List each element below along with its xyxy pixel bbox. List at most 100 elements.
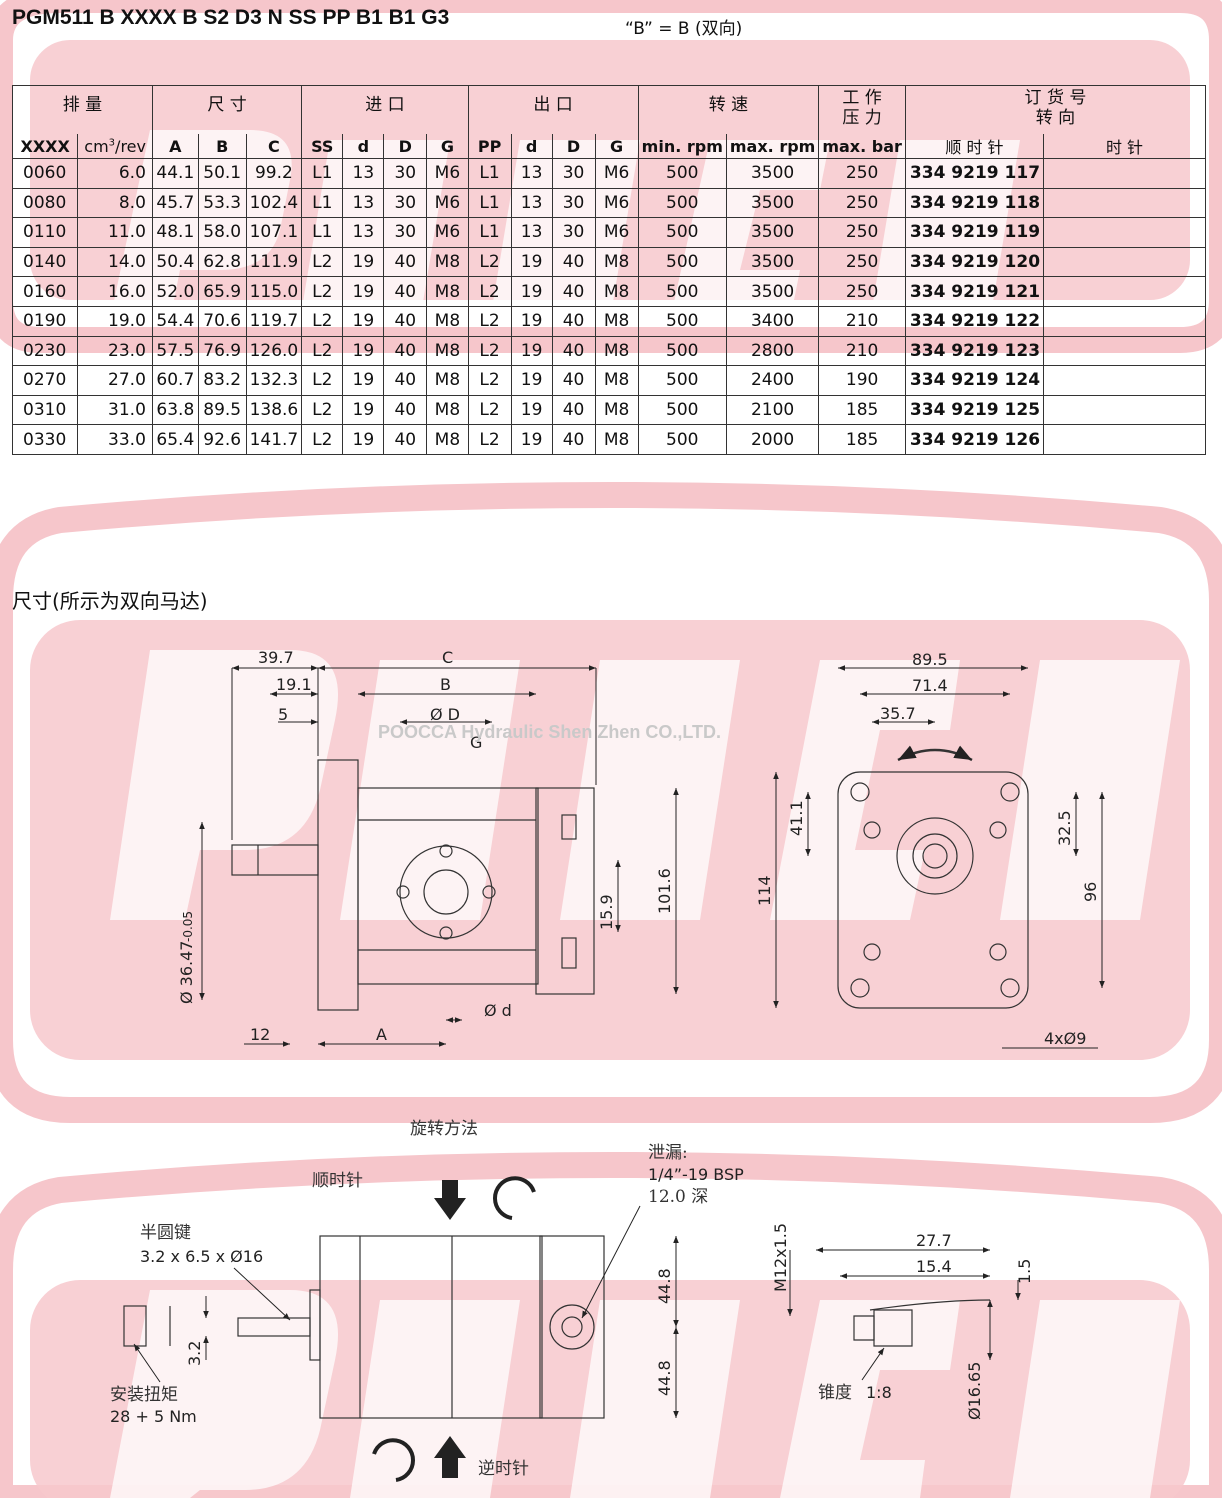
table-cell: 19 [510, 335, 553, 367]
table-cell: 23.0 [77, 335, 153, 367]
table-cell: 48.1 [151, 217, 199, 248]
table-cell: 250 [818, 187, 906, 219]
torque-label: 安装扭矩 [110, 1385, 178, 1405]
flange-view [837, 771, 1029, 1009]
table-cell: 44.1 [151, 158, 199, 189]
table-cell: 3500 [725, 276, 820, 307]
table-cell: L2 [467, 424, 512, 455]
table-cell: 334 9219 124 [904, 365, 1045, 396]
table-cell [1043, 158, 1206, 189]
th-out-g: G [594, 134, 639, 159]
counterclockwise-label: 逆时针 [478, 1459, 529, 1479]
dim-5: 5 [278, 705, 288, 724]
dim-4x9: 4xØ9 [1044, 1029, 1086, 1048]
ccw-arrow-up [434, 1436, 466, 1478]
table-cell [1043, 276, 1206, 307]
table-cell: 92.6 [197, 424, 247, 455]
table-cell: 2100 [725, 394, 820, 426]
dim-16-65: Ø16.65 [965, 1362, 984, 1420]
table-cell: L2 [467, 305, 512, 337]
table-cell: 210 [818, 305, 906, 337]
drain-depth: 12.0 深 [648, 1187, 708, 1207]
table-cell: L2 [301, 276, 344, 307]
dim-36-tol: -0.05 [181, 911, 195, 942]
table-cell: 3500 [725, 187, 820, 219]
table-cell: M6 [594, 217, 639, 248]
table-cell: 53.3 [197, 187, 247, 219]
table-cell: 2400 [725, 365, 820, 396]
dim-32-5: 32.5 [1055, 810, 1074, 846]
side-view-endcap [535, 787, 595, 995]
dim-od: Ø D [430, 705, 460, 724]
shaft [231, 844, 319, 876]
table-cell: M6 [594, 187, 639, 219]
table-cell: M6 [594, 158, 639, 189]
th-b: B [197, 134, 247, 159]
table-cell [1043, 424, 1206, 455]
table-cell: 500 [637, 305, 727, 337]
table-cell: 31.0 [77, 394, 153, 426]
dim-c: C [442, 648, 453, 667]
th-speed: 转 速 [637, 85, 820, 134]
table-cell: 40 [551, 276, 596, 307]
table-cell: 65.4 [151, 424, 199, 455]
dim-m12: M12x1.5 [771, 1223, 790, 1292]
dim-71-4: 71.4 [912, 676, 948, 695]
table-cell: 0330 [11, 424, 79, 455]
dim-41-1: 41.1 [787, 800, 806, 836]
dim-b: B [440, 675, 451, 694]
table-cell: M8 [426, 305, 469, 337]
table-cell: 52.0 [151, 276, 199, 307]
table-cell: 45.7 [151, 187, 199, 219]
table-cell: 58.0 [197, 217, 247, 248]
nut [123, 1305, 147, 1347]
table-cell: 0310 [11, 394, 79, 426]
table-cell: 0270 [11, 365, 79, 396]
b-note: “B” = B (双向) [625, 19, 743, 39]
rotation-method-label: 旋转方法 [410, 1119, 478, 1139]
th-inlet: 进 口 [301, 85, 469, 134]
table-cell: M8 [594, 335, 639, 367]
taper-ratio: 1:8 [866, 1383, 892, 1402]
table-sub-header-row: XXXX cm3/rev A B C SS d D G PP d D G min… [11, 134, 1206, 159]
table-cell: 500 [637, 365, 727, 396]
table-cell: M8 [426, 365, 469, 396]
table-cell: 500 [637, 424, 727, 455]
flange-center [896, 817, 974, 895]
table-cell: 19 [342, 246, 385, 278]
table-cell: 500 [637, 335, 727, 367]
th-xxxx: XXXX [11, 134, 79, 159]
th-out-d: d [510, 134, 553, 159]
table-cell: 19 [342, 276, 385, 307]
th-order: 订 货 号 转 向 [904, 85, 1207, 134]
table-cell [1043, 217, 1206, 248]
table-cell: 57.5 [151, 335, 199, 367]
table-cell: 3500 [725, 158, 820, 189]
table-cell: 3400 [725, 305, 820, 337]
shaft-2 [237, 1317, 311, 1337]
table-cell: 0060 [11, 158, 79, 189]
table-cell: 54.4 [151, 305, 199, 337]
table-cell: 19 [510, 424, 553, 455]
key-label: 半圆键 [140, 1223, 191, 1243]
table-cell: 40 [383, 246, 428, 278]
table-cell: 19 [510, 246, 553, 278]
table-cell: 19 [510, 365, 553, 396]
dim-36-47: Ø 36.47 [177, 941, 196, 1004]
table-cell: M8 [594, 305, 639, 337]
dim-od-small: Ø d [484, 1001, 512, 1020]
th-ss: SS [301, 134, 344, 159]
table-cell: 334 9219 126 [904, 424, 1045, 455]
table-cell: 76.9 [197, 335, 247, 367]
table-cell [1043, 305, 1206, 337]
table-cell: 2000 [725, 424, 820, 455]
table-cell: M8 [426, 424, 469, 455]
table-cell: 334 9219 121 [904, 276, 1045, 307]
dim-89-5: 89.5 [912, 650, 948, 669]
